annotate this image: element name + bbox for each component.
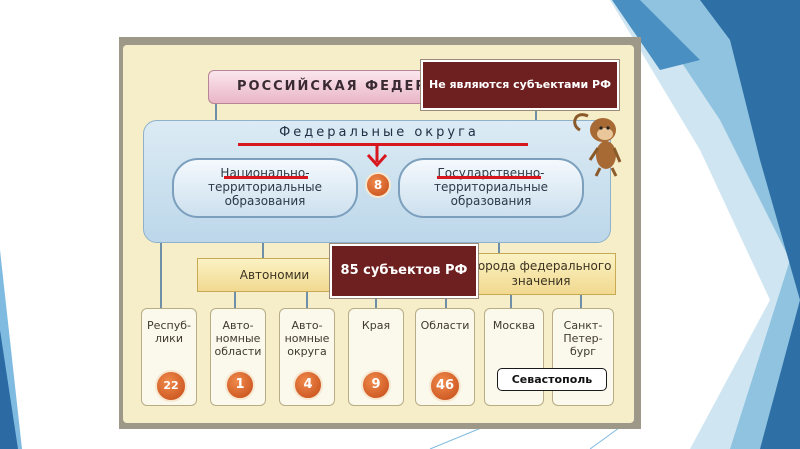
federal-cities-line: Города федерального (470, 259, 612, 273)
connector (580, 295, 582, 308)
national-territorial-box: Национально- территориальные образования (172, 158, 358, 218)
national-underline (224, 176, 308, 179)
column-moscow: Москва (484, 308, 544, 406)
count-badge-autonomous-oblasts: 1 (225, 370, 255, 400)
federal-cities-box: Города федерального значения (466, 253, 616, 295)
state-territorial-box: Государственно- территориальные образова… (398, 158, 584, 218)
national-territorial-line: территориальные (208, 180, 322, 194)
count-badge-republics: 22 (155, 370, 187, 402)
connector (445, 292, 447, 308)
column-label-line: округа (287, 345, 327, 358)
connector (160, 238, 162, 308)
column-label-line: номные (284, 332, 330, 345)
federal-districts-underline (238, 143, 528, 146)
column-label-line: Авто- (291, 319, 323, 332)
column-label-line: лики (155, 332, 183, 345)
count-badge-krais: 9 (361, 370, 391, 400)
connector (306, 292, 308, 308)
column-label-line: Области (420, 319, 470, 332)
column-label-line: области (214, 345, 262, 358)
autonomies-box: Автономии (197, 258, 352, 292)
connector (510, 295, 512, 308)
column-label-line: Респуб- (147, 319, 191, 332)
state-underline (437, 176, 541, 179)
state-territorial-line: территориальные (434, 180, 548, 194)
count-badge-oblasts: 46 (429, 370, 461, 402)
column-label-line: номные (215, 332, 261, 345)
column-label-line: Москва (492, 319, 536, 332)
deco-left-dark-shape (0, 330, 18, 449)
federal-districts-label: Федеральные округа (279, 125, 479, 140)
connector (234, 292, 236, 308)
column-label-line: Края (361, 319, 391, 332)
column-label-line: бург (569, 345, 597, 358)
column-autonomous-oblasts: Авто- номные области (210, 308, 266, 406)
count-badge-autonomous-okrugs: 4 (293, 370, 323, 400)
column-saint-petersburg: Санкт- Петер- бург (552, 308, 614, 406)
column-label-line: Петер- (563, 332, 603, 345)
federal-cities-line: значения (511, 274, 571, 288)
sevastopol-label: Севастополь (497, 368, 607, 391)
not-subjects-callout: Не являются субъектами РФ (421, 60, 619, 110)
column-label-line: Санкт- (563, 319, 603, 332)
connector (375, 292, 377, 308)
state-territorial-line: образования (450, 194, 532, 208)
deco-corner-shape (612, 0, 700, 70)
connector (535, 104, 537, 122)
russian-federation-title: РОССИЙСКАЯ ФЕДЕРАЦ (208, 70, 436, 104)
connector (215, 104, 217, 122)
deco-dark-shape (700, 0, 800, 449)
subjects-count-callout: 85 субъектов РФ (330, 244, 478, 298)
column-label-line: Авто- (222, 319, 254, 332)
districts-count-badge: 8 (365, 172, 391, 198)
national-territorial-line: образования (224, 194, 306, 208)
